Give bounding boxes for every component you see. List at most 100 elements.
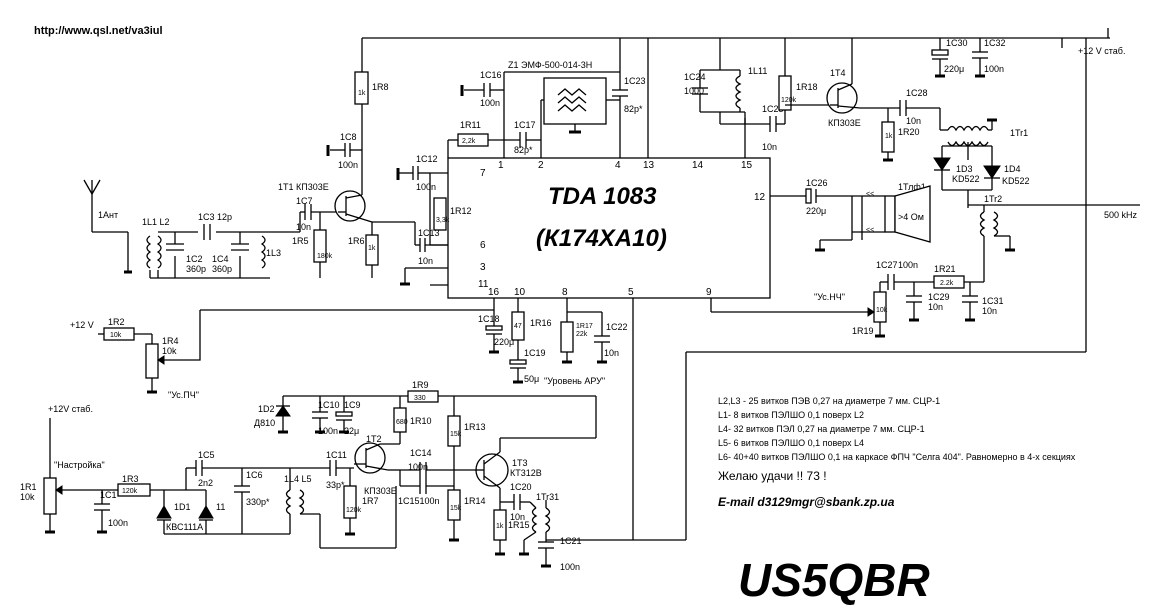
c27-value: 100n	[898, 260, 918, 270]
supply-label-tune: +12V стаб.	[48, 404, 93, 414]
capacitor-c14	[400, 462, 476, 478]
capacitor-c15	[400, 478, 454, 494]
coil-l1	[156, 235, 162, 269]
coil-l3	[260, 235, 266, 269]
pin-16: 16	[488, 287, 500, 298]
c25-value: 10n	[762, 142, 777, 152]
callsign-text: US5QBR	[738, 554, 930, 606]
d2-label: 1D2	[258, 404, 275, 414]
c13-label: 1C13	[418, 228, 440, 238]
potentiometer-r17	[560, 321, 574, 353]
c16-label: 1C16	[480, 70, 502, 80]
c6-value: 330p*	[246, 497, 270, 507]
pin-8: 8	[562, 287, 568, 298]
pin-1: 1	[498, 160, 504, 171]
input-filter-wires	[149, 231, 300, 279]
d3-label: 1D3	[956, 164, 973, 174]
r19-label: 1R19	[852, 326, 874, 336]
c20-label: 1C20	[510, 482, 532, 492]
t2-value: КП303Е	[364, 486, 397, 496]
r6-label: 1R6	[348, 236, 365, 246]
r3-label: 1R3	[122, 474, 139, 484]
note-5: L6- 40+40 витков ПЭЛШО 0,1 на каркасе ФП…	[718, 452, 1076, 462]
r15-value: 1k	[496, 523, 504, 530]
r1-value: 10k	[20, 492, 35, 502]
if-gain-label: "Ус.ПЧ"	[168, 390, 199, 400]
t1-label: 1T1 КП303Е	[278, 182, 329, 192]
transistor-t1	[334, 190, 366, 222]
transformer-tr1-primary	[947, 125, 989, 132]
t3-value: КТ312В	[510, 468, 542, 478]
r8-label: 1R8	[372, 82, 389, 92]
capacitor-c12	[396, 166, 431, 245]
coil-l5	[298, 489, 305, 515]
capacitor-c10	[312, 411, 328, 434]
l1l2-label: 1L1 L2	[142, 217, 170, 227]
c12-value: 100n	[416, 182, 436, 192]
capacitor-c1	[94, 503, 110, 534]
c24-label: 1C24	[684, 72, 706, 82]
r21-value: 2.2k	[940, 280, 954, 287]
d4-label: 1D4	[1004, 164, 1021, 174]
r18-label: 1R18	[796, 82, 818, 92]
pin-3: 3	[480, 262, 486, 273]
t4-value: КП303Е	[828, 118, 861, 128]
supply-label-left: +12 V	[70, 320, 94, 330]
r14-value: 15k	[450, 505, 462, 512]
r10-label: 1R10	[410, 416, 432, 426]
r16-value: 47	[514, 323, 522, 330]
note-3: L4- 32 витков ПЭЛ 0,27 на диаметре 7 мм.…	[718, 424, 925, 434]
coil-l4	[285, 489, 292, 515]
svg-text:<<: <<	[866, 227, 874, 234]
pin-15: 15	[741, 160, 753, 171]
r5-value: 180k	[317, 253, 333, 260]
c32-label: 1C32	[984, 38, 1006, 48]
capacitor-c17	[519, 132, 541, 148]
pin-10: 10	[514, 287, 526, 298]
c10-value: 100n	[318, 426, 338, 436]
r3-value: 120k	[122, 488, 138, 495]
capacitor-c23	[612, 89, 628, 118]
capacitor-c26	[805, 188, 852, 204]
top-supply-rail	[361, 28, 1110, 72]
note-1: L2,L3 - 25 витков ПЭВ 0,27 на диаметре 7…	[718, 396, 940, 406]
varicap-d1b	[198, 505, 214, 519]
c14-label: 1C14	[410, 448, 432, 458]
c24-value: 1000	[684, 86, 704, 96]
transformer-tr2-a	[979, 211, 986, 237]
c4-label: 1C4	[212, 254, 229, 264]
filter-icon	[557, 88, 587, 112]
r18-value: 120k	[781, 97, 797, 104]
pin-12: 12	[754, 192, 766, 203]
l11-label: 1L11	[748, 66, 767, 76]
c2-label: 1C2	[186, 254, 203, 264]
r11-label: 1R11	[460, 120, 481, 130]
c26-value: 220μ	[806, 206, 826, 216]
c6-label: 1C6	[246, 470, 263, 480]
capacitor-c20	[513, 494, 530, 510]
r4-label: 1R4	[162, 336, 179, 346]
c28-label: 1C28	[906, 88, 928, 98]
c20-value: 10n	[510, 512, 525, 522]
capacitor-c18	[485, 325, 503, 354]
c21-label: 1C21	[560, 536, 582, 546]
r9-label: 1R9	[412, 380, 429, 390]
c3-label: 1C3 12p	[198, 212, 232, 222]
wish-text: Желаю удачи !! 73 !	[718, 469, 827, 483]
capacitor-c24	[692, 70, 708, 112]
capacitor-c27	[887, 274, 934, 290]
c26-label: 1C26	[806, 178, 828, 188]
pin-14: 14	[692, 160, 704, 171]
c23-value: 82p*	[624, 104, 643, 114]
r6-value: 1k	[368, 245, 376, 252]
c7-label: 1C7	[296, 196, 313, 206]
diode-d4	[983, 165, 1001, 179]
tuning-label: "Настройка"	[54, 460, 105, 470]
capacitor-c25	[769, 116, 785, 132]
capacitor-c21	[538, 541, 554, 568]
r5-label: 1R5	[292, 236, 309, 246]
tr3-label: 1Tr31	[536, 492, 559, 502]
pin-5: 5	[628, 287, 634, 298]
potentiometer-r1	[43, 477, 57, 515]
